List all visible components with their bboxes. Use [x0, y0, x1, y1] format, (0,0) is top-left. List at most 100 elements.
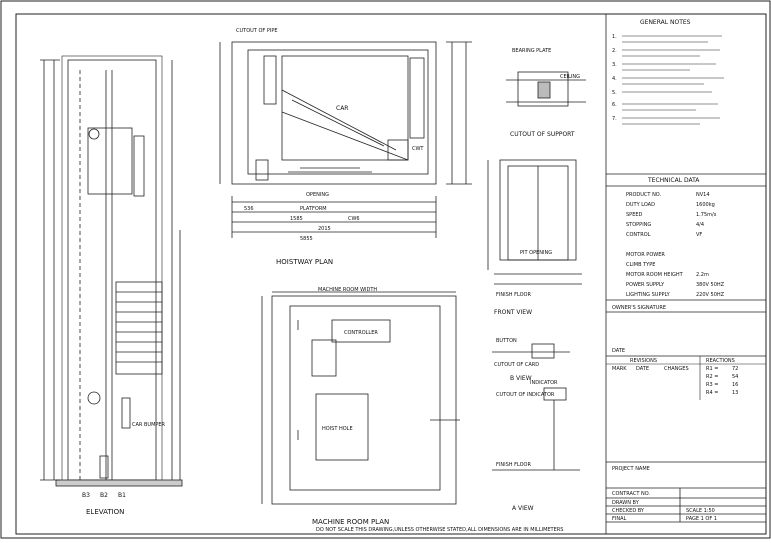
rev-mark: MARK — [612, 366, 627, 372]
machine-room-plan-title: MACHINE ROOM PLAN — [312, 518, 389, 526]
tech-row-label: DUTY LOAD — [626, 202, 655, 208]
machine-room-plan — [261, 291, 460, 505]
footer-note: DO NOT SCALE THIS DRAWING,UNLESS OTHERWI… — [316, 527, 563, 533]
note-6: 6. — [612, 102, 617, 108]
tech-row-value: 1.75m/s — [696, 212, 717, 218]
dim-side: 5855 — [300, 236, 313, 242]
tech-row-label: POWER SUPPLY — [626, 282, 665, 288]
car-label: CAR — [336, 105, 348, 112]
a-view-finish-floor-label: FINISH FLOOR — [496, 462, 531, 468]
revisions-header: REVISIONS — [630, 358, 657, 364]
machine-room-width-dim: MACHINE ROOM WIDTH — [318, 287, 377, 293]
note-5: 5. — [612, 90, 617, 96]
tech-row-value: 1600kg — [696, 202, 715, 208]
note-1: 1. — [612, 34, 617, 40]
tech-row-label: MOTOR ROOM HEIGHT — [626, 272, 684, 278]
car-plan — [281, 55, 409, 161]
controller-box — [331, 319, 391, 343]
traction-machine — [315, 393, 369, 461]
reaction-key: R4 = — [706, 390, 718, 396]
ceiling-label: CEILING — [560, 74, 580, 80]
tech-row-label: CONTROL — [626, 232, 651, 238]
final-label: FINAL — [612, 516, 627, 522]
reaction-value: 54 — [732, 374, 738, 380]
tech-data-title: TECHNICAL DATA — [647, 177, 700, 184]
note-2: 2. — [612, 48, 617, 54]
checked-by-label: CHECKED BY — [612, 508, 645, 514]
tech-row-value: 220V 50HZ — [696, 292, 725, 298]
right-panel-frame — [605, 14, 766, 534]
cutout-of-card-label: CUTOUT OF CARD — [494, 362, 539, 368]
tech-row-label: SPEED — [626, 212, 643, 218]
project-name-label: PROJECT NAME — [612, 466, 650, 472]
hoistway-outer — [231, 41, 437, 185]
reaction-key: R1 = — [706, 366, 718, 372]
a-view — [492, 387, 580, 471]
hoist-hole-label: HOIST HOLE — [322, 426, 353, 432]
tension-sheave — [87, 391, 101, 405]
page-label: PAGE 1 OF 1 — [686, 516, 717, 522]
elevation-level-b3: B3 — [82, 492, 90, 499]
tech-row-value: 4/4 — [696, 222, 704, 228]
reaction-key: R2 = — [706, 374, 718, 380]
reaction-value: 16 — [732, 382, 738, 388]
b-view — [492, 343, 570, 359]
cutout-of-support — [506, 71, 586, 107]
reaction-value: 13 — [732, 390, 738, 396]
dim-width: 1585 — [290, 216, 303, 222]
elevation-level-b1: B1 — [118, 492, 126, 499]
reactions-header: REACTIONS — [706, 358, 735, 364]
car-bumper-label: CAR BUMPER — [132, 422, 166, 428]
b-view-button-label: BUTTON — [496, 338, 517, 344]
cutout-of-pipe-label: CUTOUT OF PIPE — [236, 28, 278, 34]
reaction-key: R3 = — [706, 382, 718, 388]
counterweight-elev — [133, 135, 145, 197]
front-view — [487, 159, 582, 285]
front-finish-floor-label: FINISH FLOOR — [496, 292, 531, 298]
sheave — [88, 128, 100, 140]
owner-signature-label: OWNER'S SIGNATURE — [612, 305, 666, 311]
drawn-by-label: DRAWN BY — [612, 500, 640, 506]
tech-row-label: PRODUCT NO. — [626, 192, 662, 198]
elevation-level-b2: B2 — [100, 492, 108, 499]
cwt-label: CWT — [412, 146, 424, 152]
controller-label: CONTROLLER — [344, 330, 378, 336]
note-3: 3. — [612, 62, 617, 68]
bearing-plate-label: BEARING PLATE — [512, 48, 551, 54]
hoistway-inner — [247, 49, 429, 175]
pit-opening-label: PIT OPENING — [520, 250, 552, 256]
dim-left: 536 — [244, 206, 254, 212]
car-elevation — [87, 127, 133, 195]
hoist-block — [311, 339, 337, 377]
opening-label: OPENING — [306, 192, 329, 198]
dim-total: 2015 — [318, 226, 331, 232]
date-label: DATE — [612, 348, 625, 354]
hoistway-plan-title: HOISTWAY PLAN — [276, 258, 333, 266]
hoistway-plan — [219, 41, 472, 238]
buffer — [99, 455, 109, 479]
machine-room-inner — [289, 305, 441, 491]
tech-row-value: 2.2m — [696, 272, 709, 278]
rev-changes: CHANGES — [664, 366, 689, 372]
tech-data-table: PRODUCT NO. NV14 DUTY LOAD 1600kg SPEED … — [626, 192, 725, 298]
note-7: 7. — [612, 116, 617, 122]
inner-border — [15, 13, 767, 535]
notes-list: 1. 2. 3. 4. 5. 6. 7. — [612, 34, 724, 125]
revision-table: REVISIONS REACTIONS MARK DATE CHANGES R1… — [606, 356, 766, 400]
scale-label: SCALE 1:50 — [686, 508, 715, 514]
a-view-title: A VIEW — [512, 505, 534, 512]
tech-row-label: CLIMB TYPE — [626, 262, 655, 268]
tech-row-value: NV14 — [696, 192, 710, 198]
elevation-title: ELEVATION — [86, 508, 124, 516]
indicator-label: INDICATOR — [530, 380, 558, 386]
tech-row-label: STOPPING — [626, 222, 651, 228]
rev-date: DATE — [636, 366, 649, 372]
front-view-title: FRONT VIEW — [494, 309, 532, 316]
tech-row-value: VF — [696, 232, 702, 238]
tech-row-label: LIGHTING SUPPLY — [626, 292, 671, 298]
tech-row-value: 380V 50HZ — [696, 282, 725, 288]
stair — [115, 281, 163, 375]
